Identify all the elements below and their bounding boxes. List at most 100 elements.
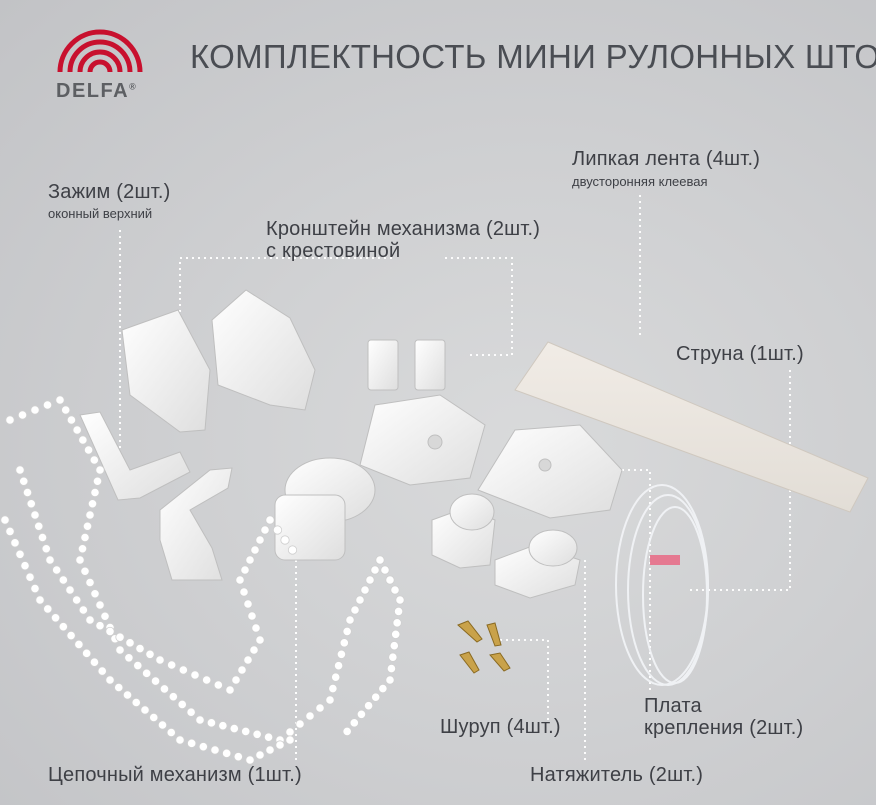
- chain-bead: [66, 415, 77, 425]
- chain-bead: [0, 515, 10, 525]
- chain-bead: [206, 718, 217, 728]
- chain-bead: [90, 589, 100, 599]
- chain-mechanism-spool: [274, 457, 376, 561]
- chain-bead: [255, 635, 265, 645]
- chain-bead: [65, 585, 75, 595]
- chain-bead: [80, 566, 90, 576]
- chain-bead: [19, 476, 29, 486]
- page-title: КОМПЛЕКТНОСТЬ МИНИ РУЛОННЫХ ШТОР: [190, 38, 876, 75]
- tensioner-parts: [431, 493, 581, 599]
- chain-bead: [285, 727, 295, 737]
- label-chain: Цепочный механизм (1шт.): [48, 764, 302, 786]
- chain-bead: [52, 565, 62, 575]
- chain-bead: [350, 605, 360, 615]
- chain-bead: [125, 638, 135, 648]
- chain-bead: [150, 676, 161, 686]
- chain-bead: [92, 476, 103, 486]
- chain-bead: [159, 684, 170, 694]
- chain-bead: [198, 742, 208, 752]
- chain-bead: [233, 752, 243, 762]
- chain-bead: [34, 521, 44, 531]
- chain-bead: [202, 675, 212, 685]
- chain-bead: [251, 623, 261, 633]
- chain-bead: [74, 639, 84, 650]
- chain-bead: [391, 629, 401, 639]
- chain-bead: [363, 701, 374, 711]
- chain-bead: [115, 645, 125, 655]
- chain-bead: [243, 599, 253, 609]
- chain-bead: [115, 632, 125, 642]
- chain-bead: [331, 672, 341, 682]
- chain-bead: [392, 618, 402, 628]
- chain-bead: [41, 544, 51, 554]
- chain-bead: [355, 595, 365, 605]
- chain-bead: [26, 499, 36, 509]
- chain-bead: [85, 577, 95, 588]
- chain-bead: [166, 727, 176, 738]
- chain-bead: [265, 745, 275, 755]
- chain-bead: [245, 555, 255, 565]
- chain-bead: [247, 611, 257, 621]
- chain-bead: [222, 748, 232, 758]
- chain-bead: [30, 583, 40, 594]
- chain-bead: [95, 600, 105, 610]
- chain-bead: [178, 665, 188, 675]
- chain-bead: [15, 465, 25, 475]
- chain-bead: [393, 606, 404, 617]
- label-string: Струна (1шт.): [676, 343, 804, 365]
- chain-bead: [50, 613, 61, 623]
- chain-bead: [58, 622, 68, 632]
- chain-bead: [140, 705, 150, 715]
- chain-bead: [124, 653, 134, 663]
- chain-bead: [95, 621, 105, 631]
- chain-bead: [275, 740, 285, 750]
- chain-bead: [333, 661, 344, 671]
- chain-bead: [250, 545, 260, 555]
- chain-bead: [255, 750, 265, 760]
- chain-bead: [175, 735, 185, 745]
- chain-bead: [231, 675, 241, 685]
- chain-bead: [77, 544, 88, 554]
- chain-bead: [66, 630, 76, 641]
- label-screw: Шуруп (4шт.): [440, 716, 561, 738]
- label-tape: Липкая лента (4шт.): [572, 148, 761, 170]
- leader-bracket-left: [179, 257, 395, 360]
- chain-bead: [360, 585, 370, 595]
- leader-lines: [119, 195, 791, 760]
- chain-bead: [342, 626, 352, 637]
- screw-parts: [457, 620, 511, 674]
- chain-bead: [237, 665, 247, 675]
- chain-bead: [30, 510, 40, 520]
- chain-bead: [72, 425, 82, 435]
- chain-bead: [17, 410, 28, 420]
- label-bracket: Кронштейн механизма (2шт.): [266, 218, 541, 240]
- chain-bead: [25, 572, 35, 582]
- chain-bead: [356, 709, 367, 719]
- clamp-parts: [79, 411, 233, 581]
- chain-bead: [45, 555, 55, 565]
- chain-bead: [97, 666, 107, 676]
- chain-bead: [100, 611, 110, 621]
- sublabel-clamp: оконный верхний: [48, 206, 153, 221]
- chain-bead: [78, 605, 88, 615]
- sublabel-tape: двусторонняя клеевая: [572, 174, 708, 189]
- chain-bead: [295, 719, 305, 729]
- label-tensioner: Натяжитель (2шт.): [530, 764, 704, 786]
- chain-bead: [325, 695, 335, 705]
- chain-bead: [58, 575, 68, 585]
- chain-bead: [78, 435, 88, 445]
- chain-bead: [5, 415, 15, 425]
- chain-bead: [342, 726, 352, 737]
- chain-bead: [336, 649, 347, 659]
- chain-bead: [30, 405, 40, 415]
- chain-bead: [177, 699, 187, 710]
- chain-bead: [167, 660, 177, 670]
- chain-bead: [241, 726, 251, 737]
- chain-bead: [72, 595, 82, 605]
- chain-bead: [210, 745, 220, 755]
- chain-bead: [89, 455, 99, 465]
- chain-bead: [263, 732, 274, 742]
- chain-bead: [87, 499, 98, 509]
